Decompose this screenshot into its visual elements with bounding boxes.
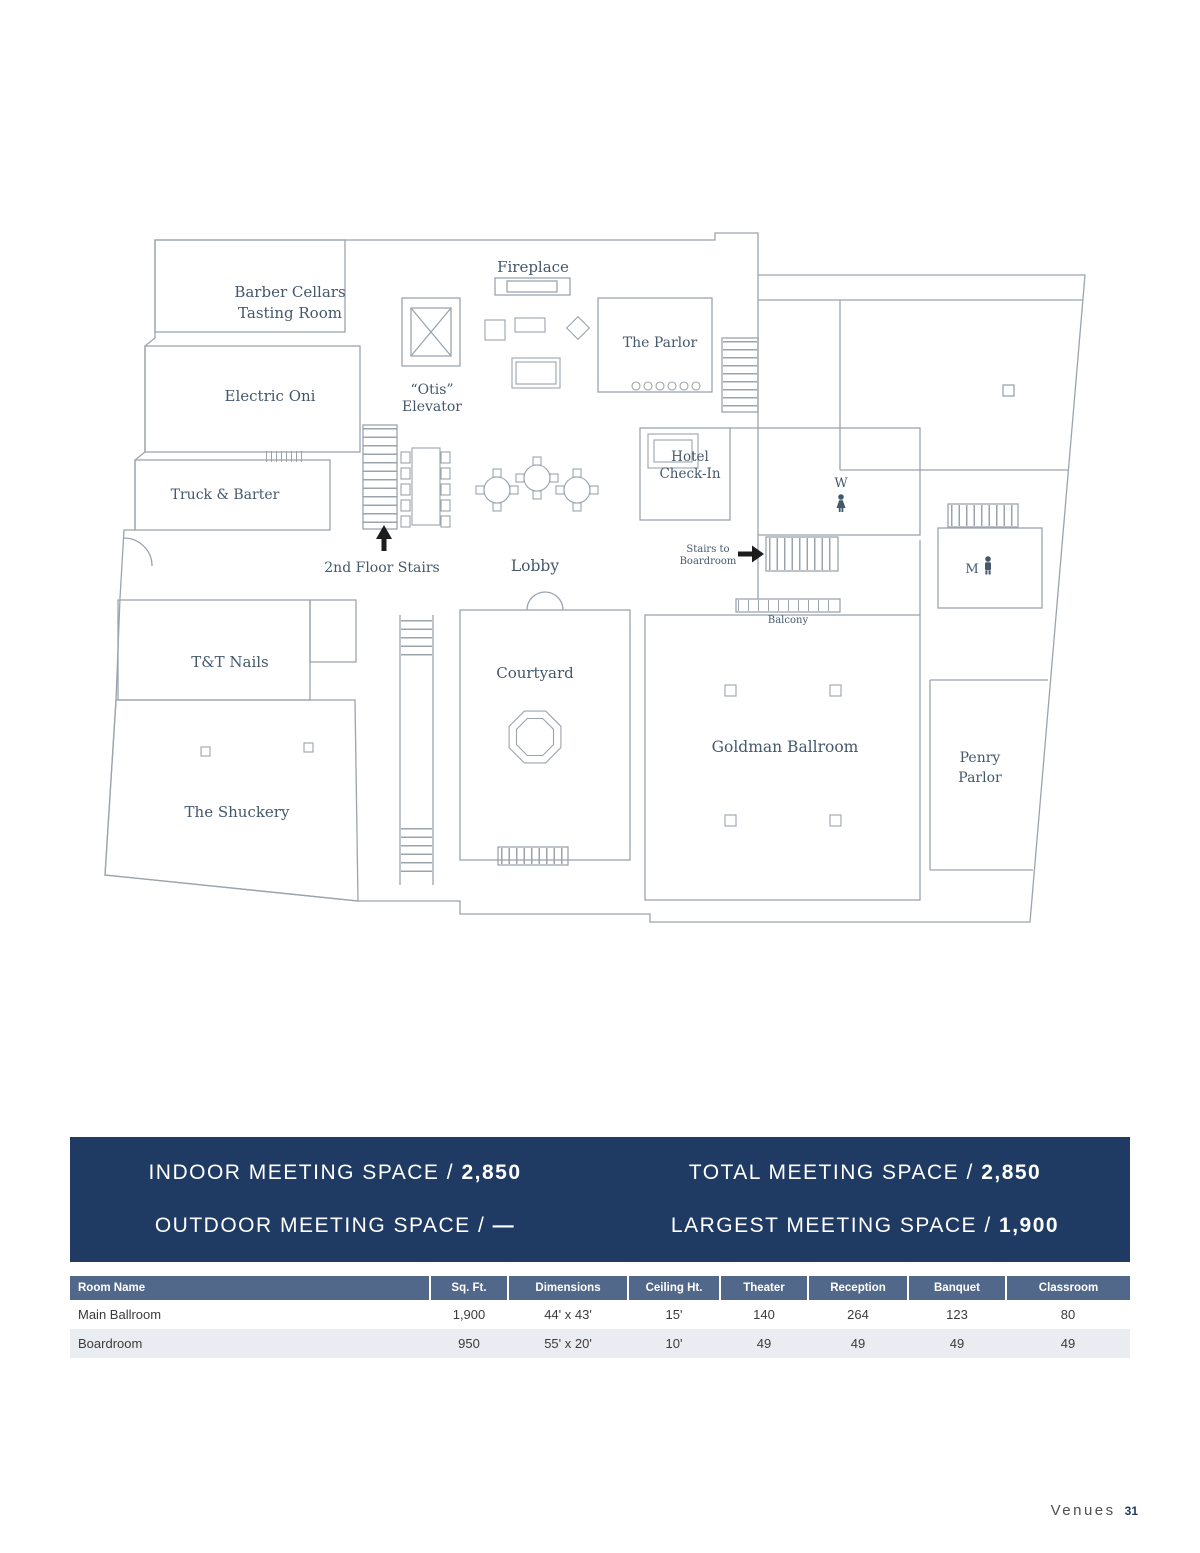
floorplan-stairs	[266, 337, 1019, 876]
table-row-main-ballroom: Main Ballroom 1,900 44' x 43' 15' 140 26…	[70, 1300, 1130, 1329]
cell-reception: 49	[808, 1329, 908, 1358]
label-barber-cellars-1: Barber Cellars	[234, 283, 345, 301]
footer-section-label: Venues	[1050, 1502, 1116, 1519]
cell-dimensions: 55' x 20'	[508, 1329, 628, 1358]
label-tt-nails: T&T Nails	[191, 653, 269, 671]
cell-classroom: 49	[1006, 1329, 1130, 1358]
outdoor-meeting-space-value: —	[492, 1213, 516, 1237]
page-footer: Venues 31	[1051, 1502, 1138, 1520]
cell-room-name: Main Ballroom	[78, 1307, 162, 1322]
total-meeting-space: TOTAL MEETING SPACE / 2,850	[689, 1161, 1042, 1185]
floorplan-labels: Fireplace Barber Cellars Tasting Room Th…	[171, 258, 1002, 821]
label-men-restroom: M	[965, 562, 978, 577]
room-specs-table: Room Name Sq. Ft. Dimensions Ceiling Ht.…	[70, 1276, 1130, 1358]
label-fireplace: Fireplace	[497, 258, 569, 276]
indoor-meeting-space: INDOOR MEETING SPACE / 2,850	[148, 1161, 521, 1185]
label-barber-cellars-2: Tasting Room	[238, 304, 342, 322]
total-meeting-space-value: 2,850	[981, 1161, 1042, 1185]
table-row-boardroom: Boardroom 950 55' x 20' 10' 49 49 49 49	[70, 1329, 1130, 1358]
label-electric-oni: Electric Oni	[225, 387, 316, 405]
col-header-sq-ft: Sq. Ft.	[429, 1276, 508, 1300]
outdoor-meeting-space: OUTDOOR MEETING SPACE / —	[155, 1214, 515, 1238]
largest-meeting-space: LARGEST MEETING SPACE / 1,900	[671, 1214, 1059, 1238]
col-header-theater: Theater	[719, 1276, 808, 1300]
label-truck-barter: Truck & Barter	[171, 487, 280, 503]
cell-theater: 140	[753, 1307, 775, 1322]
floorplan-walls	[104, 232, 1086, 923]
label-penry-parlor-2: Parlor	[958, 770, 1002, 786]
floor-plan: Fireplace Barber Cellars Tasting Room Th…	[100, 230, 1100, 940]
man-icon	[985, 556, 991, 575]
indoor-meeting-space-value: 2,850	[461, 1161, 522, 1185]
cell-ceiling-ht: 10'	[628, 1329, 720, 1358]
cell-ceiling-ht: 15'	[665, 1307, 683, 1322]
up-arrow-icon	[376, 525, 392, 551]
label-the-shuckery: The Shuckery	[185, 803, 290, 821]
floorplan-furniture	[200, 315, 842, 827]
label-stairs-boardroom-1: Stairs to	[686, 544, 729, 555]
cell-reception: 264	[847, 1307, 869, 1322]
floor-plan-svg: Fireplace Barber Cellars Tasting Room Th…	[104, 232, 1086, 923]
cell-room-name: Boardroom	[70, 1329, 430, 1358]
label-goldman-ballroom: Goldman Ballroom	[712, 738, 859, 756]
total-meeting-space-label: TOTAL MEETING SPACE /	[688, 1161, 982, 1185]
label-lobby: Lobby	[511, 557, 559, 575]
cell-banquet: 49	[908, 1329, 1006, 1358]
woman-icon	[836, 494, 846, 512]
col-header-classroom: Classroom	[1005, 1276, 1130, 1300]
largest-meeting-space-label: LARGEST MEETING SPACE /	[670, 1213, 1000, 1237]
col-header-ceiling-ht: Ceiling Ht.	[627, 1276, 720, 1300]
label-otis-1: “Otis”	[410, 382, 453, 398]
label-women-restroom: W	[834, 476, 848, 491]
label-hotel-checkin-2: Check-In	[659, 466, 720, 482]
outdoor-meeting-space-label: OUTDOOR MEETING SPACE /	[154, 1213, 493, 1237]
col-header-banquet: Banquet	[907, 1276, 1006, 1300]
right-arrow-icon	[738, 545, 764, 563]
label-courtyard: Courtyard	[496, 664, 574, 682]
label-stairs-boardroom-2: Boardroom	[680, 556, 737, 567]
col-header-room-name: Room Name	[70, 1276, 430, 1300]
indoor-meeting-space-label: INDOOR MEETING SPACE /	[148, 1161, 462, 1185]
label-penry-parlor-1: Penry	[960, 750, 1001, 766]
meeting-space-summary-banner: INDOOR MEETING SPACE / 2,850 TOTAL MEETI…	[70, 1137, 1130, 1262]
cell-dimensions: 44' x 43'	[544, 1307, 592, 1322]
label-balcony: Balcony	[768, 615, 809, 626]
cell-banquet: 123	[946, 1307, 968, 1322]
cell-classroom: 80	[1060, 1307, 1076, 1322]
col-header-reception: Reception	[807, 1276, 908, 1300]
table-header-row: Room Name Sq. Ft. Dimensions Ceiling Ht.…	[70, 1276, 1130, 1300]
label-otis-2: Elevator	[402, 399, 462, 415]
footer-page-number: 31	[1124, 1504, 1138, 1518]
label-the-parlor: The Parlor	[623, 335, 698, 351]
col-header-dimensions: Dimensions	[507, 1276, 628, 1300]
cell-sq-ft: 950	[430, 1329, 508, 1358]
cell-sq-ft: 1,900	[452, 1307, 486, 1322]
cell-theater: 49	[720, 1329, 808, 1358]
label-second-floor-stairs: 2nd Floor Stairs	[324, 560, 439, 576]
largest-meeting-space-value: 1,900	[999, 1213, 1060, 1237]
label-hotel-checkin-1: Hotel	[671, 449, 709, 465]
